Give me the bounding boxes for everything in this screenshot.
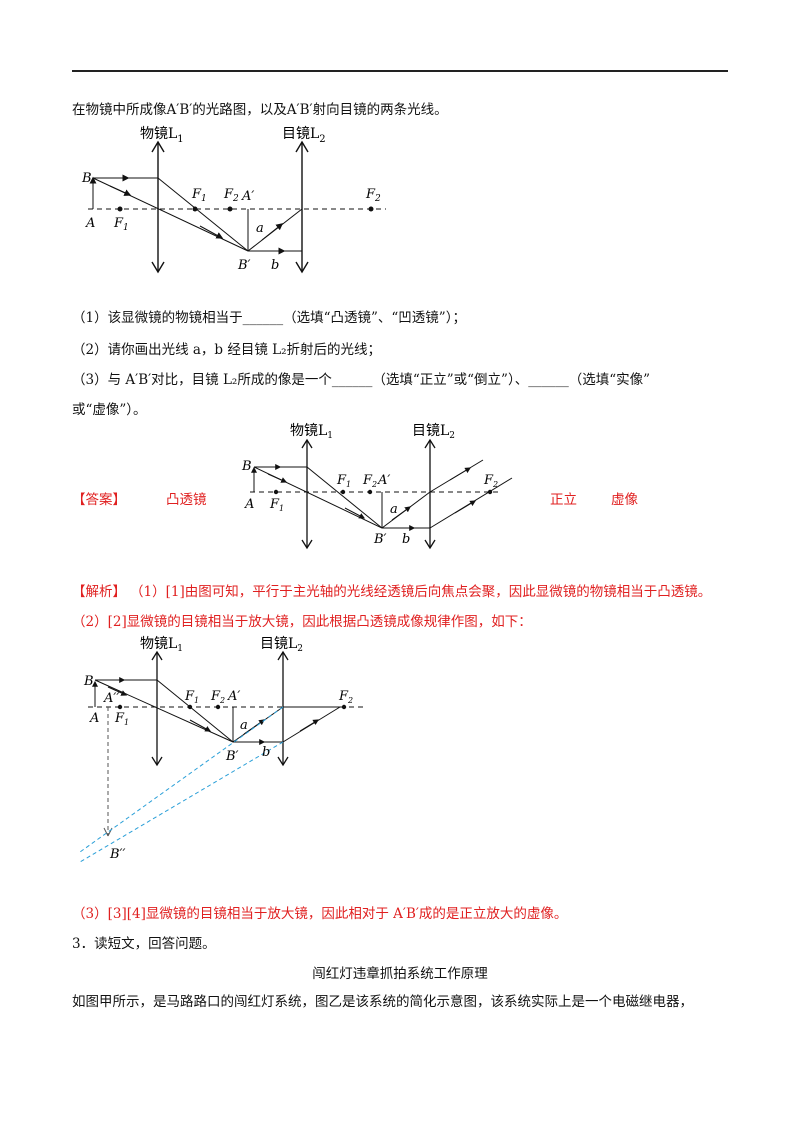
diagram-1: 物镜L1 目镜L2 B A F1 F1 F2 A′ a B′ b F2 [81, 126, 386, 274]
svg-text:F2: F2 [365, 187, 381, 204]
svg-text:B′′: B′′ [109, 847, 126, 862]
svg-text:a: a [256, 221, 264, 236]
svg-text:F1: F1 [269, 497, 284, 513]
svg-text:F1: F1 [184, 689, 199, 705]
svg-text:F1: F1 [191, 187, 207, 204]
svg-text:A′: A′ [241, 189, 254, 204]
svg-text:B′: B′ [237, 258, 251, 273]
svg-text:B: B [241, 459, 252, 474]
svg-text:b: b [402, 532, 410, 547]
passage-body: 如图甲所示，是马路路口的闯红灯系统，图乙是该系统的简化示意图，该系统实际上是一个… [72, 994, 693, 1010]
question-3-line1: （3）与 A′B′对比，目镜 L₂所成的像是一个______（选填“正立”或“倒… [72, 372, 651, 388]
svg-text:目镜L2: 目镜L2 [260, 636, 303, 654]
svg-text:F2: F2 [210, 689, 225, 705]
analysis-p3: （3）[3][4]显微镜的目镜相当于放大镜，因此相对于 A′B′成的是正立放大的… [72, 906, 568, 922]
passage-title: 闯红灯违章抓拍系统工作原理 [312, 966, 488, 982]
svg-text:F1: F1 [336, 473, 351, 489]
intro-text: 在物镜中所成像A′B′的光路图，以及A′B′射向目镜的两条光线。 [72, 102, 448, 118]
question-3-line2: 或“虚像”）。 [72, 402, 147, 418]
answer-3: 虚像 [611, 492, 638, 508]
eyepiece-label: 目镜L2 [282, 126, 326, 145]
answer-tag: 【答案】 [72, 492, 126, 508]
answer-2: 正立 [550, 492, 577, 508]
svg-text:目镜L2: 目镜L2 [412, 423, 455, 441]
svg-text:F2: F2 [223, 187, 239, 204]
question-1: （1）该显微镜的物镜相当于______（选填“凸透镜”、“凹透镜”）； [72, 310, 466, 326]
svg-text:A: A [85, 216, 95, 231]
svg-text:A′′: A′′ [103, 691, 119, 706]
svg-text:物镜L1: 物镜L1 [140, 636, 183, 654]
svg-text:A′: A′ [377, 473, 390, 488]
svg-text:B′: B′ [373, 532, 387, 547]
analysis-p2: （2）[2]显微镜的目镜相当于放大镜，因此根据凸透镜成像规律作图，如下： [72, 614, 532, 630]
question-3-heading: 3．读短文，回答问题。 [72, 936, 216, 952]
question-2: （2）请你画出光线 a，b 经目镜 L₂折射后的光线； [72, 342, 382, 358]
svg-text:B′: B′ [225, 749, 239, 764]
svg-text:A: A [244, 497, 254, 512]
svg-text:F1: F1 [113, 216, 129, 233]
answer-1: 凸透镜 [166, 492, 207, 508]
svg-text:A′: A′ [227, 689, 240, 704]
diagram-3: 物镜L1 目镜L2 B A A′′ F1 F1 F2 A′ a B′ b F2 … [79, 636, 366, 863]
svg-text:A: A [89, 711, 99, 726]
svg-text:物镜L1: 物镜L1 [290, 423, 333, 441]
svg-text:B: B [81, 171, 92, 186]
analysis-tag: 【解析】 [72, 584, 126, 600]
svg-text:b: b [271, 258, 279, 273]
svg-text:a: a [240, 718, 248, 733]
analysis-p1: （1）[1]由图可知，平行于主光轴的光线经透镜后向焦点会聚，因此显微镜的物镜相当… [130, 584, 712, 600]
diagram-2: 物镜L1 目镜L2 B A F1 F1 F2 A′ a B′ b F2 [241, 423, 513, 550]
svg-text:F1: F1 [114, 711, 129, 727]
svg-text:b: b [262, 745, 270, 760]
svg-text:B: B [83, 674, 94, 689]
objective-label: 物镜L1 [140, 126, 184, 145]
svg-text:a: a [390, 502, 398, 517]
svg-text:F2: F2 [362, 473, 377, 489]
svg-text:F2: F2 [483, 473, 498, 489]
svg-text:F2: F2 [338, 689, 353, 705]
header-rule [72, 70, 728, 72]
